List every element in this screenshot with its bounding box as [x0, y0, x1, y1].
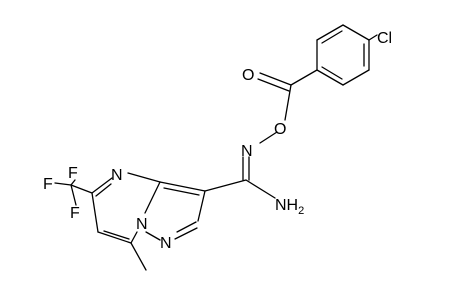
- atom-label-bridge-n: N: [136, 216, 148, 233]
- bond: [145, 231, 161, 241]
- bond: [91, 192, 99, 233]
- atom-label-pyrimidine-n: N: [111, 167, 123, 184]
- bond: [97, 231, 132, 244]
- bond: [70, 184, 93, 194]
- bond: [70, 179, 76, 186]
- atom-label-amine: NH2: [275, 197, 304, 217]
- atom-label-f-upper: F: [68, 165, 78, 182]
- bond: [127, 172, 161, 183]
- bond: [197, 190, 206, 222]
- bond: [316, 24, 344, 41]
- bond: [321, 30, 343, 44]
- bond: [130, 242, 147, 271]
- bond: [130, 231, 138, 244]
- bond: [163, 187, 200, 196]
- bond: [176, 221, 197, 233]
- bond: [321, 66, 343, 80]
- bond: [368, 34, 378, 41]
- bond: [95, 183, 112, 197]
- bond: [91, 177, 113, 194]
- bond: [342, 69, 370, 86]
- bond: [259, 72, 292, 86]
- bond: [144, 181, 161, 214]
- atom-label-f-left: F: [43, 176, 53, 193]
- bond: [342, 24, 370, 41]
- bond: [174, 227, 198, 240]
- bond: [257, 78, 290, 92]
- atom-label-ester-o: O: [274, 121, 286, 138]
- atom-label-cl: Cl: [377, 30, 392, 47]
- bond: [284, 84, 292, 121]
- bond: [204, 179, 247, 192]
- bond: [290, 69, 318, 86]
- bond: [245, 179, 276, 199]
- atom-layer: Cl O O N NH2 N N N F F F: [43, 30, 392, 252]
- atom-label-pyrazole-n: N: [160, 235, 172, 252]
- atom-label-carbonyl-o: O: [242, 67, 254, 84]
- atom-label-f-lower: F: [70, 205, 80, 222]
- bond: [103, 230, 130, 240]
- bond: [259, 131, 278, 144]
- bond: [159, 181, 206, 192]
- bond-layer: [54, 24, 378, 271]
- bond: [316, 69, 344, 86]
- atom-label-oxime-n: N: [241, 143, 253, 160]
- bond: [70, 184, 77, 206]
- bond: [54, 182, 72, 186]
